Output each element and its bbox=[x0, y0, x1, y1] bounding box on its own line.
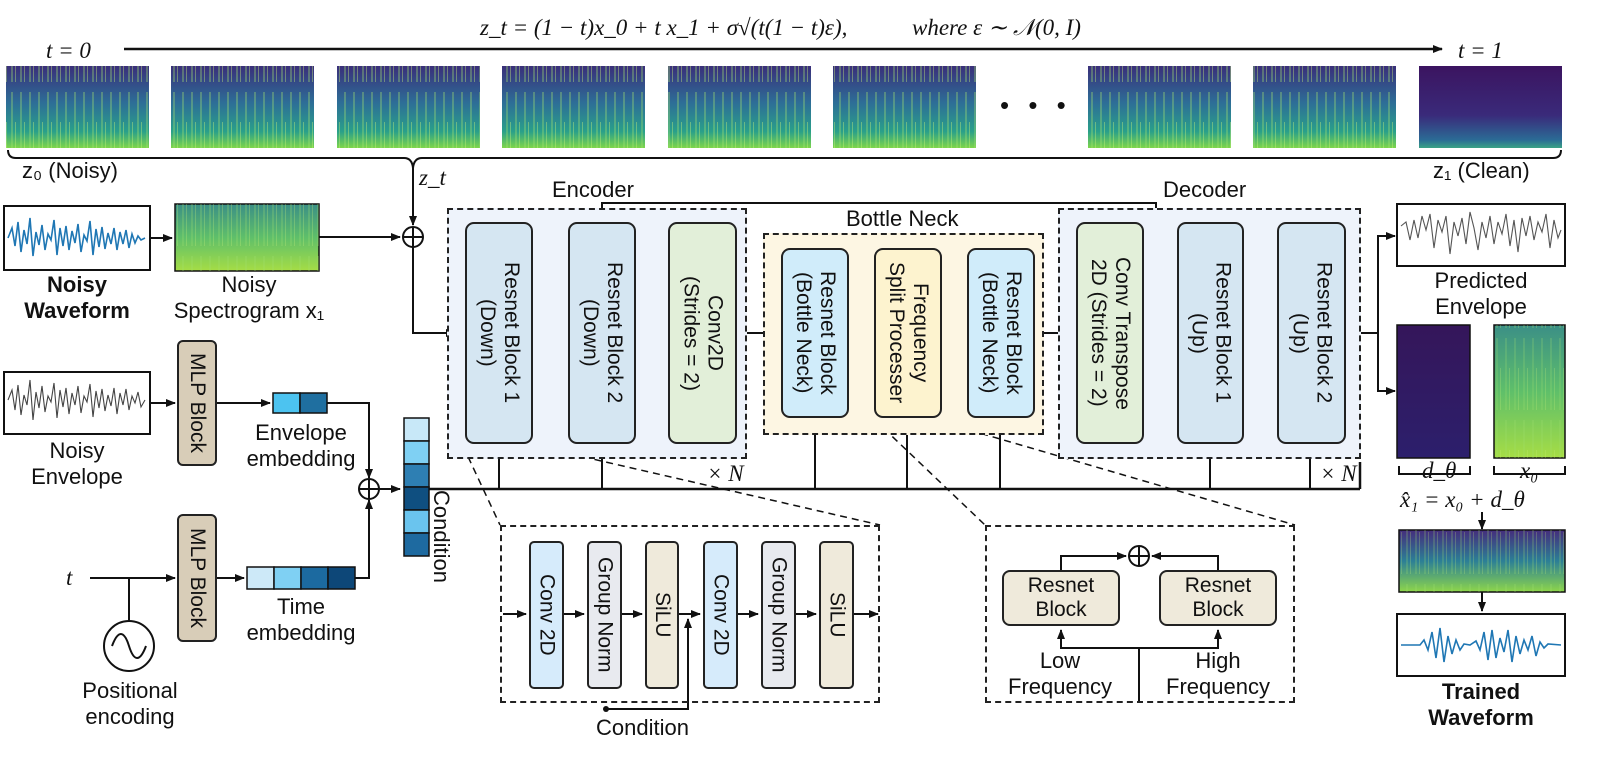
z0-label: z₀ (Noisy) bbox=[22, 158, 118, 183]
flow-formula: z_t = (1 − t)x_0 + t x_1 + σ√(t(1 − t)ε)… bbox=[480, 15, 848, 40]
conv-transpose-block-label: Conv Transpose 2D (Strides = 2) bbox=[1087, 256, 1134, 410]
bottleneck-title: Bottle Neck bbox=[846, 206, 959, 231]
spectrogram-sequence bbox=[6, 66, 1562, 148]
noisy-envelope-box bbox=[3, 371, 151, 435]
frequency-split-processer-label: Frequency Split Processer bbox=[885, 262, 932, 404]
encoder-resnet-block-2: Resnet Block 2 (Down) bbox=[568, 222, 636, 444]
bottleneck-resnet-block-2-label: Resnet Block (Bottle Neck) bbox=[978, 271, 1025, 395]
mlp-block-time-label: MLP Block bbox=[186, 528, 209, 628]
fsp-high-resnet-block: Resnet Block bbox=[1159, 570, 1277, 626]
encoder-resnet-block-1-label: Resnet Block 1 (Down) bbox=[476, 262, 523, 404]
detail-silu-2: SiLU bbox=[819, 541, 854, 689]
detail-conv2d-1-label: Conv 2D bbox=[535, 574, 559, 656]
z1-label: z₁ (Clean) bbox=[1433, 158, 1530, 183]
sequence-brace bbox=[7, 149, 1562, 169]
x0-label: x₀ bbox=[1520, 458, 1539, 483]
encoder-resnet-block-2-label: Resnet Block 2 (Down) bbox=[579, 262, 626, 404]
decoder-resnet-block-1: Resnet Block 1 (Up) bbox=[1177, 222, 1244, 444]
t-start-label: t = 0 bbox=[46, 38, 91, 63]
predicted-envelope-box bbox=[1396, 203, 1566, 267]
high-frequency-label: High Frequency bbox=[1166, 648, 1270, 699]
decoder-resnet-block-1-label: Resnet Block 1 (Up) bbox=[1187, 262, 1235, 404]
condition-vector bbox=[403, 417, 430, 557]
condition-vertical-label: Condition bbox=[429, 490, 454, 583]
noisy-spectrogram-label: Noisy Spectrogram x₁ bbox=[173, 272, 325, 323]
conv2d-block: Conv2D (Strides = 2) bbox=[668, 222, 737, 444]
reconstruction-formula: x̂₁ = x₀ + d_θ bbox=[1400, 487, 1525, 512]
flow-formula-condition: where ε ∼ 𝒩(0, I) bbox=[912, 15, 1081, 40]
detail-group-norm-1-label: Group Norm bbox=[593, 557, 617, 673]
envelope-embedding-vector bbox=[272, 392, 328, 414]
predicted-envelope-label: Predicted Envelope bbox=[1434, 268, 1528, 319]
detail-silu-2-label: SiLU bbox=[825, 592, 849, 638]
d-theta-label: d_θ bbox=[1422, 458, 1457, 483]
predicted-envelope-signal bbox=[1400, 211, 1562, 255]
mlp-block-envelope-label: MLP Block bbox=[186, 353, 209, 453]
trained-waveform-label: Trained Waveform bbox=[1428, 679, 1534, 730]
trained-waveform-signal bbox=[1401, 627, 1562, 663]
frequency-split-processer: Frequency Split Processer bbox=[874, 248, 942, 418]
detail-conv2d-1: Conv 2D bbox=[529, 541, 564, 689]
zt-label: z_t bbox=[419, 165, 446, 190]
envelope-embedding-label: Envelope embedding bbox=[246, 420, 356, 471]
noisy-waveform-label: Noisy Waveform bbox=[24, 272, 130, 323]
fsp-high-resnet-block-label: Resnet Block bbox=[1184, 574, 1252, 621]
mlp-block-time: MLP Block bbox=[177, 514, 217, 642]
mlp-block-envelope: MLP Block bbox=[177, 340, 217, 466]
detail-group-norm-1: Group Norm bbox=[587, 541, 622, 689]
fsp-low-resnet-block: Resnet Block bbox=[1002, 570, 1120, 626]
t-input-label: t bbox=[66, 565, 73, 590]
positional-encoding-label: Positional encoding bbox=[82, 678, 178, 729]
times-n-encoder: × N bbox=[707, 461, 744, 486]
times-n-decoder: × N bbox=[1320, 461, 1357, 486]
noisy-envelope-label: Noisy Envelope bbox=[31, 438, 123, 489]
detail-silu-1-label: SiLU bbox=[651, 592, 674, 638]
noisy-envelope-signal bbox=[7, 379, 146, 421]
time-embedding-label: Time embedding bbox=[246, 594, 356, 645]
low-frequency-label: Low Frequency bbox=[1008, 648, 1112, 699]
decoder-resnet-block-2-label: Resnet Block 2 (Up) bbox=[1288, 262, 1336, 404]
decoder-title: Decoder bbox=[1163, 177, 1247, 202]
bottleneck-resnet-block-1: Resnet Block (Bottle Neck) bbox=[781, 248, 849, 418]
decoder-resnet-block-2: Resnet Block 2 (Up) bbox=[1277, 222, 1346, 444]
conv-transpose-block: Conv Transpose 2D (Strides = 2) bbox=[1076, 222, 1144, 444]
detail-group-norm-2: Group Norm bbox=[761, 541, 796, 689]
detail-silu-1: SiLU bbox=[645, 541, 679, 689]
condition-bottom-label: Condition bbox=[596, 715, 689, 740]
t-end-label: t = 1 bbox=[1458, 38, 1503, 63]
time-embedding-vector bbox=[246, 566, 356, 590]
detail-conv2d-2: Conv 2D bbox=[703, 541, 738, 689]
fsp-low-resnet-block-label: Resnet Block bbox=[1027, 574, 1095, 621]
noisy-waveform-signal bbox=[7, 217, 146, 257]
conv2d-block-label: Conv2D (Strides = 2) bbox=[679, 275, 727, 391]
fsp-detail-region bbox=[985, 525, 1295, 703]
ellipsis: • • • bbox=[1000, 90, 1072, 120]
detail-conv2d-2-label: Conv 2D bbox=[709, 574, 733, 656]
bottleneck-resnet-block-2: Resnet Block (Bottle Neck) bbox=[967, 248, 1035, 418]
resnet-detail-region bbox=[500, 525, 880, 703]
encoder-title: Encoder bbox=[552, 177, 634, 202]
encoder-resnet-block-1: Resnet Block 1 (Down) bbox=[465, 222, 533, 444]
d-theta-spectrogram bbox=[1396, 324, 1471, 459]
bottleneck-resnet-block-1-label: Resnet Block (Bottle Neck) bbox=[792, 271, 839, 395]
detail-group-norm-2-label: Group Norm bbox=[767, 557, 791, 673]
